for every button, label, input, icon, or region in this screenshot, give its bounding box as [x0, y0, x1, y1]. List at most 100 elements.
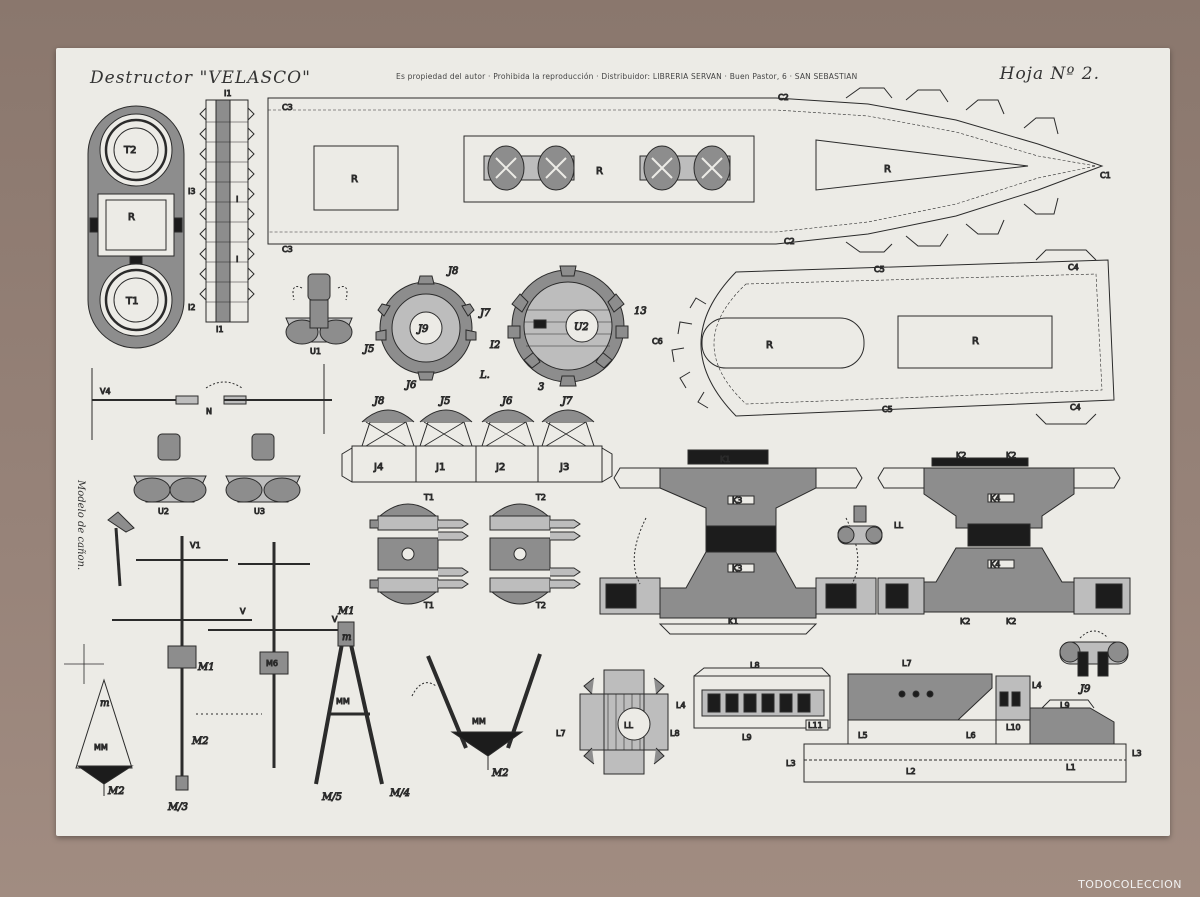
- m6-label: M6: [266, 659, 278, 668]
- cannon-model-sketch: [107, 511, 135, 587]
- u3-piece: U3: [225, 433, 301, 517]
- i-label-a: I: [236, 195, 238, 204]
- u3-label: U3: [254, 507, 265, 516]
- k2-label-top-b: K2: [1006, 451, 1016, 460]
- u1-piece: U1: [285, 273, 353, 357]
- m2-label-v-frame: M2: [491, 768, 509, 779]
- u2-label: U2: [158, 507, 169, 516]
- n-label: N: [206, 407, 212, 416]
- j7-label-gear: J7: [478, 308, 491, 319]
- a-frame-piece: M1 m MM M/5 M/4: [314, 606, 410, 804]
- m5-label: M/5: [321, 792, 342, 803]
- l6-label: L6: [966, 731, 976, 740]
- j8-label-gear: J8: [446, 266, 458, 277]
- k2-label-top-a: K2: [956, 451, 966, 460]
- strip-teeth: [199, 107, 255, 301]
- l5-label: L5: [858, 731, 868, 740]
- l11-label-a: L11: [808, 721, 823, 730]
- k2-label-bottom-b: K2: [1006, 617, 1016, 626]
- k2-superstructure-piece: K2 K2 K4 K4 K2 K2: [877, 451, 1131, 627]
- three-label: 3: [538, 382, 544, 393]
- c1-label: C1: [1100, 171, 1111, 180]
- v4-label: V4: [100, 387, 111, 396]
- m1-label-a-frame: M1: [337, 606, 355, 617]
- k1-superstructure-piece: K1 K1 K3 K3: [599, 449, 877, 635]
- lower-deck-piece: R R C5 C5 C4 C4 C6: [652, 249, 1115, 425]
- c4-label-top: C4: [1068, 263, 1079, 272]
- mm-label-v-frame: MM: [472, 717, 486, 726]
- i-label-b: I: [236, 255, 238, 264]
- sheet-title: Destructor "VELASCO": [90, 68, 311, 88]
- u1-label: U1: [310, 347, 321, 356]
- c5-label-top: C5: [874, 265, 885, 274]
- j7-label-dome: J7: [560, 396, 573, 407]
- u2-label-gear: U2: [574, 322, 589, 333]
- l4-label-b: L4: [1032, 681, 1042, 690]
- l9-label-a: L9: [742, 733, 752, 742]
- j9-small-piece: J9: [1059, 630, 1129, 696]
- m2-label-triangle: M2: [107, 786, 125, 797]
- l8-strip-piece: L8 L4 L9 L11: [676, 661, 831, 743]
- c4-label-bottom: C4: [1070, 403, 1081, 412]
- l8-label: L8: [750, 661, 760, 670]
- l8-label-cross: L8: [670, 729, 680, 738]
- j6-label-dome: J6: [500, 396, 513, 407]
- gun-t2-piece: T2 T2: [489, 493, 581, 611]
- c3-label-top: C3: [282, 103, 293, 112]
- turret-row-upper: [483, 145, 731, 191]
- c2-label-bottom: C2: [784, 237, 795, 246]
- v-label-b: V: [332, 615, 338, 624]
- l-hull-strip-piece: L7 L5 L6 L2 L1 L3 L3 L10 L9 L4: [786, 659, 1142, 783]
- c2-label-top: C2: [778, 93, 789, 102]
- m-label-a-frame: m: [342, 632, 351, 643]
- mast-v1: V1 V M1 M2 M/3: [112, 536, 262, 814]
- r-label-deck-c: R: [884, 164, 891, 175]
- mast-m6: V M6: [208, 542, 344, 768]
- m1-label-a: M1: [197, 662, 215, 673]
- c6-label: C6: [652, 337, 663, 346]
- i2-label: I2: [188, 303, 195, 312]
- j5-label-dome: J5: [438, 396, 450, 407]
- turret-base-piece: T2 R T1: [87, 105, 185, 349]
- l9-label-b: L9: [1060, 701, 1070, 710]
- j-domes: [361, 409, 595, 447]
- cutout-drawing: T2 R T1 I1 I1 I3 I2 I I: [64, 87, 1142, 814]
- r-label-deck-a: R: [351, 174, 358, 185]
- j3-label: J3: [559, 462, 569, 473]
- v-label-a: V: [240, 607, 246, 616]
- gear-j9: J9 J8 J7 J5 J6: [362, 266, 492, 392]
- j1-label: J1: [435, 462, 445, 473]
- vertical-strip-piece: I1 I1 I3 I2 I I: [188, 89, 255, 335]
- i1-label-top: I1: [224, 89, 231, 98]
- i3-label: I3: [188, 187, 195, 196]
- r-label-lower-b: R: [972, 336, 979, 347]
- mm-label-a-frame: MM: [336, 697, 350, 706]
- j6-label: J6: [404, 380, 417, 391]
- m2-label-a: M2: [191, 736, 209, 747]
- k1-label-top: K1: [720, 455, 730, 464]
- l-letter-label: L.: [479, 370, 490, 381]
- l7-label: L7: [902, 659, 912, 668]
- m3-label: M/3: [167, 802, 188, 813]
- i1-label-bottom: I1: [216, 325, 223, 334]
- j9-label-gear: J9: [416, 324, 429, 335]
- copyright-notice: Es propiedad del autor · Prohibida la re…: [396, 72, 858, 81]
- m-label-triangle: m: [100, 698, 109, 709]
- u2-piece: U2: [133, 433, 207, 517]
- k1-label-bottom: K1: [728, 617, 738, 626]
- thirteen-label: 13: [634, 306, 647, 317]
- k4-label-b: K4: [990, 560, 1000, 569]
- ll-cross-piece: LL L7 L8: [556, 669, 680, 775]
- ll-label-small: LL: [894, 521, 903, 530]
- m4-label: M/4: [389, 788, 410, 799]
- r-label-deck-b: R: [596, 166, 603, 177]
- watermark-text: TODOCOLECCION: [1078, 878, 1182, 891]
- t2-label-gun-top: T2: [535, 493, 546, 502]
- ll-label-cross: LL: [624, 721, 633, 730]
- c5-label-bottom: C5: [882, 405, 893, 414]
- r-label-lower-a: R: [766, 340, 773, 351]
- i2-label-gear: I2: [489, 340, 500, 351]
- j8-label: J8: [372, 396, 384, 407]
- l2-label: L2: [906, 767, 916, 776]
